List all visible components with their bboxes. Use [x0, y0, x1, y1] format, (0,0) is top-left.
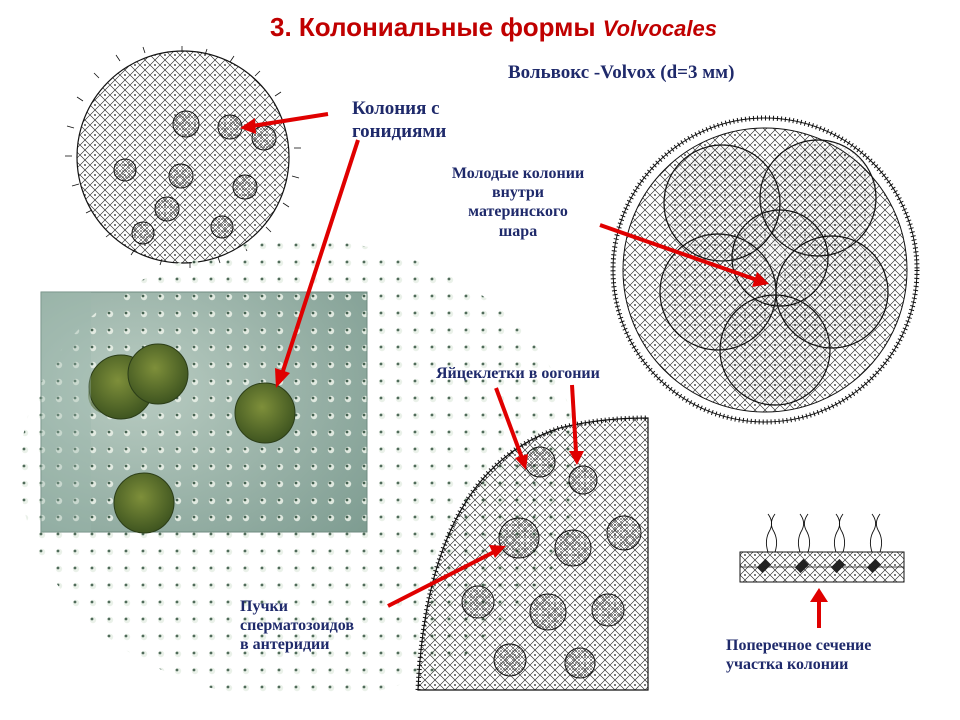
label-sperm-line2: сперматозоидов [240, 617, 354, 635]
subtitle: Вольвокс -Volvox (d=3 мм) [508, 62, 735, 83]
colony-drawing [65, 46, 301, 268]
cross-section-drawing [739, 513, 905, 583]
title-main: 3. Колониальные формы [270, 12, 603, 42]
label-colony-gonidia: Колония с гонидиями [352, 98, 446, 144]
label-cross-section: Поперечное сечение участка колонии [726, 636, 871, 674]
label-section-line1: Поперечное сечение [726, 637, 872, 654]
arrow-gonidia-drawing [251, 112, 329, 128]
label-young-colonies: Молодые колонии внутри материнского шара [430, 164, 606, 241]
label-sperm-line3: в антеридии [240, 636, 330, 654]
label-young-line4: шара [498, 222, 538, 240]
label-gonidia-line1: Колония с [352, 98, 440, 119]
label-section-line2: участка колонии [726, 656, 849, 674]
label-eggs-oogonium: Яйцеклетки в оогонии [436, 365, 600, 382]
arrow-young-colonies [599, 223, 758, 282]
colony-section-drawing [415, 415, 649, 691]
label-gonidia-line2: гонидиями [352, 120, 447, 142]
label-young-line3: материнского [468, 203, 568, 221]
arrow-antheridia [387, 550, 495, 608]
arrow-egg-1 [494, 387, 524, 459]
mother-colony-drawing [610, 115, 920, 425]
label-young-line2: внутри [491, 184, 545, 202]
slide-title: 3. Колониальные формы Volvocales [270, 12, 830, 43]
gonidia-drawn [113, 110, 277, 245]
colony-sphere [76, 50, 290, 264]
label-sperm-line1: Пучки [240, 598, 288, 615]
arrow-egg-2 [570, 384, 578, 453]
label-young-line1: Молодые колонии [451, 165, 585, 182]
pointer-arrows [240, 112, 828, 628]
title-latin: Volvocales [602, 16, 717, 41]
arrow-gonidia-photo [280, 139, 360, 375]
label-sperm-bundles: Пучки сперматозоидов в антеридии [240, 597, 354, 655]
